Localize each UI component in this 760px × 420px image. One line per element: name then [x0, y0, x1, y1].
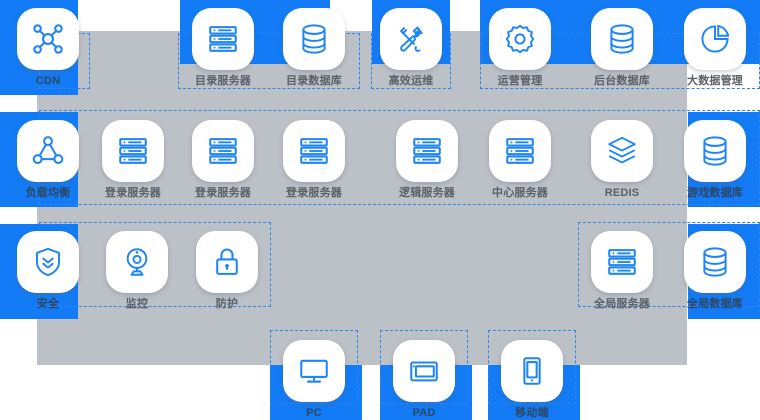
cdn-tile[interactable] — [17, 8, 79, 70]
node-login-server-2[interactable]: 登录服务器 — [192, 120, 254, 200]
node-label: PC — [306, 407, 322, 419]
group-box-directory — [178, 33, 360, 89]
node-label: 登录服务器 — [105, 187, 161, 199]
node-label: 目录服务器 — [195, 75, 251, 87]
shield-chevron-icon — [31, 245, 65, 279]
tools-wrench-screwdriver-icon — [394, 22, 428, 56]
login-server-1-tile[interactable] — [102, 120, 164, 182]
login-server-2-tile[interactable] — [192, 120, 254, 182]
node-cdn[interactable]: CDN — [17, 8, 79, 88]
center-server-tile[interactable] — [489, 120, 551, 182]
dir-server-tile[interactable] — [192, 8, 254, 70]
gear-icon — [503, 22, 537, 56]
ops-manage-tile[interactable] — [489, 8, 551, 70]
node-redis[interactable]: REDIS — [591, 120, 653, 200]
login-server-3-tile[interactable] — [283, 120, 345, 182]
ops-tile[interactable] — [380, 8, 442, 70]
node-login-server-3[interactable]: 登录服务器 — [283, 120, 345, 200]
server-rack-icon — [206, 134, 240, 168]
logic-server-tile[interactable] — [396, 120, 458, 182]
group-box-mobile — [488, 330, 576, 404]
lock-icon — [211, 245, 243, 279]
stack-layers-icon — [605, 134, 639, 168]
database-cylinder-icon — [699, 245, 731, 279]
node-label: 登录服务器 — [286, 187, 342, 199]
bigdata-tile[interactable] — [684, 8, 746, 70]
node-label: 后台数据库 — [594, 75, 650, 87]
node-protection[interactable]: 防护 — [196, 231, 258, 311]
node-label: 安全 — [36, 298, 60, 310]
node-security[interactable]: 安全 — [17, 231, 79, 311]
pad-tile[interactable] — [393, 340, 455, 402]
node-label: 全局数据库 — [687, 298, 743, 310]
node-label: PAD — [412, 407, 436, 419]
pie-chart-icon — [698, 22, 732, 56]
node-pc[interactable]: PC — [283, 340, 345, 420]
desktop-monitor-icon — [297, 354, 331, 388]
camera-monitor-icon — [120, 245, 154, 279]
mobile-tile[interactable] — [501, 340, 563, 402]
node-label: 中心服务器 — [492, 187, 548, 199]
node-label: 防护 — [215, 298, 239, 310]
node-label: 运营管理 — [497, 75, 543, 87]
node-label: CDN — [35, 75, 61, 87]
node-dir-db[interactable]: 目录数据库 — [283, 8, 345, 88]
node-center-server[interactable]: 中心服务器 — [489, 120, 551, 200]
node-bigdata[interactable]: 大数据管理 — [684, 8, 746, 88]
node-label: 目录数据库 — [286, 75, 342, 87]
node-label: 登录服务器 — [195, 187, 251, 199]
node-ops-manage[interactable]: 运营管理 — [489, 8, 551, 88]
database-cylinder-icon — [606, 22, 638, 56]
node-label: 逻辑服务器 — [399, 187, 455, 199]
global-db-tile[interactable] — [684, 231, 746, 293]
group-box-pad — [380, 330, 468, 404]
node-label: 游戏数据库 — [687, 187, 743, 199]
game-db-tile[interactable] — [684, 120, 746, 182]
smartphone-icon — [516, 354, 548, 388]
server-rack-icon — [605, 245, 639, 279]
node-monitor[interactable]: 监控 — [106, 231, 168, 311]
panel-background-gray — [37, 31, 687, 365]
tablet-icon — [407, 354, 441, 388]
node-label: 移动端 — [515, 407, 549, 419]
dir-db-tile[interactable] — [283, 8, 345, 70]
node-label: 监控 — [125, 298, 149, 310]
database-cylinder-icon — [699, 134, 731, 168]
protection-tile[interactable] — [196, 231, 258, 293]
cdn-network-icon — [29, 20, 67, 58]
backend-db-tile[interactable] — [591, 8, 653, 70]
node-dir-server[interactable]: 目录服务器 — [192, 8, 254, 88]
server-rack-icon — [410, 134, 444, 168]
node-label: 大数据管理 — [687, 75, 743, 87]
group-box-pc — [270, 330, 358, 404]
server-rack-icon — [503, 134, 537, 168]
node-label: REDIS — [604, 187, 640, 199]
monitor-tile[interactable] — [106, 231, 168, 293]
node-pad[interactable]: PAD — [393, 340, 455, 420]
server-rack-icon — [206, 22, 240, 56]
server-rack-icon — [297, 134, 331, 168]
database-cylinder-icon — [298, 22, 330, 56]
global-server-tile[interactable] — [591, 231, 653, 293]
load-balancer-node-icon — [30, 133, 66, 169]
load-balance-tile[interactable] — [17, 120, 79, 182]
server-rack-icon — [116, 134, 150, 168]
node-logic-server[interactable]: 逻辑服务器 — [396, 120, 458, 200]
node-backend-db[interactable]: 后台数据库 — [591, 8, 653, 88]
node-global-db[interactable]: 全局数据库 — [684, 231, 746, 311]
redis-tile[interactable] — [591, 120, 653, 182]
node-mobile[interactable]: 移动端 — [501, 340, 563, 420]
node-label: 负载均衡 — [25, 187, 71, 199]
node-label: 全局服务器 — [594, 298, 650, 310]
node-ops[interactable]: 高效运维 — [380, 8, 442, 88]
node-game-db[interactable]: 游戏数据库 — [684, 120, 746, 200]
node-global-server[interactable]: 全局服务器 — [591, 231, 653, 311]
security-tile[interactable] — [17, 231, 79, 293]
node-login-server-1[interactable]: 登录服务器 — [102, 120, 164, 200]
node-label: 高效运维 — [388, 75, 434, 87]
pc-tile[interactable] — [283, 340, 345, 402]
node-load-balance[interactable]: 负载均衡 — [17, 120, 79, 200]
